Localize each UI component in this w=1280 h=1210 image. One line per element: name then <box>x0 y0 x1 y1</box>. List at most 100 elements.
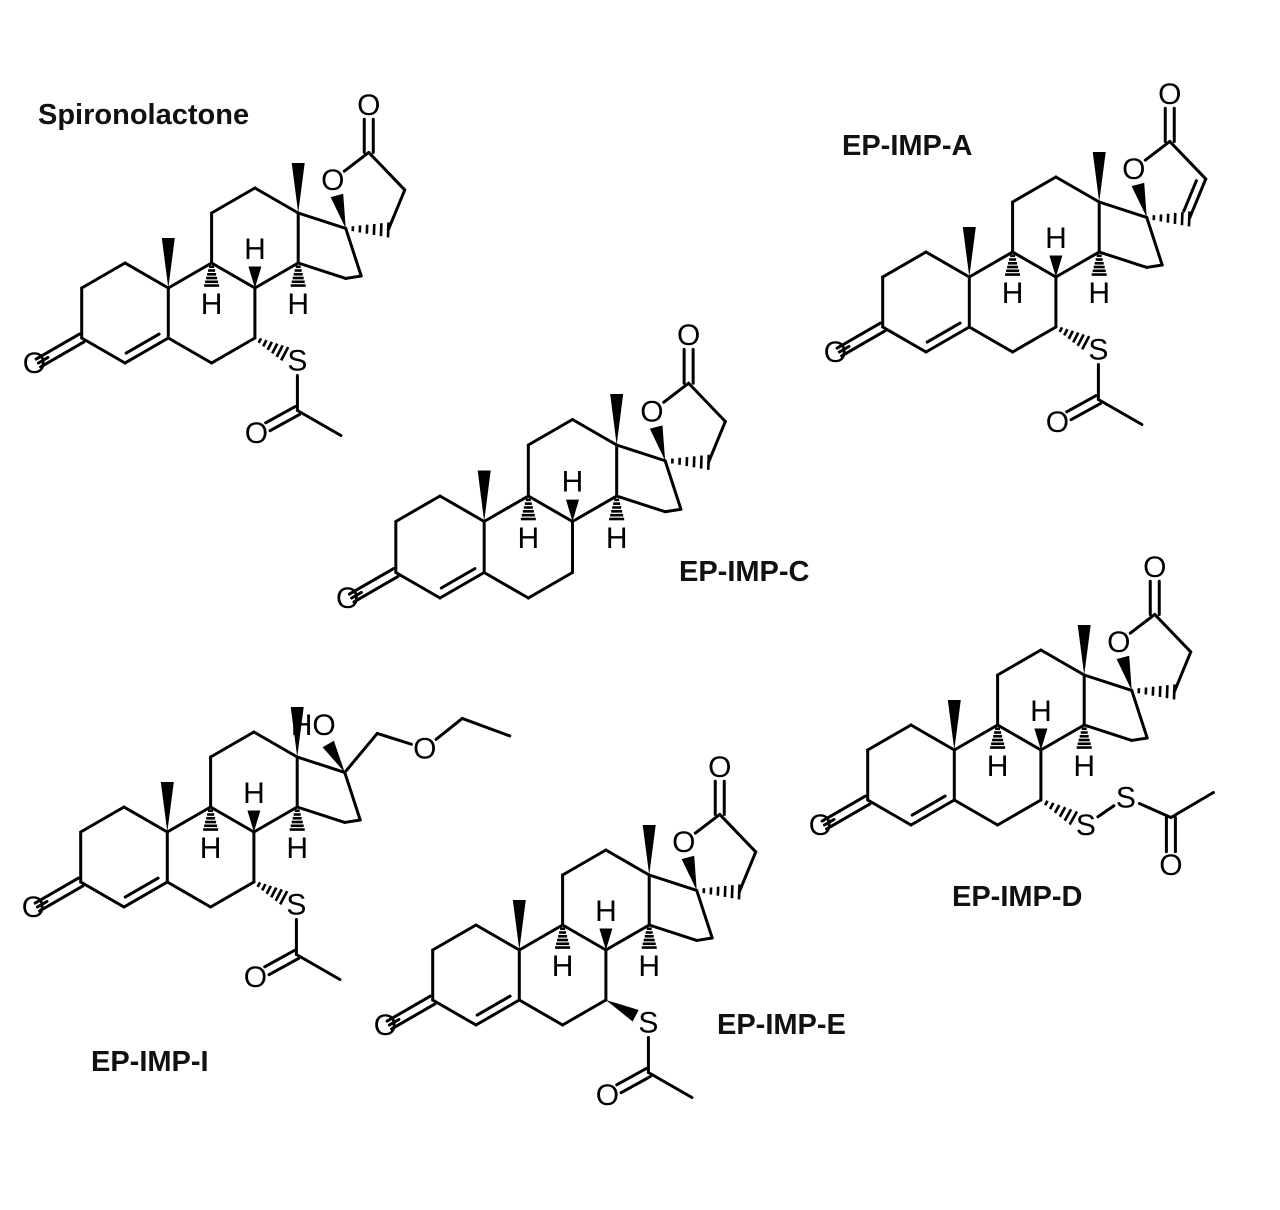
ring-bond <box>165 880 213 909</box>
ring-bond <box>343 818 362 824</box>
lactone-c-hash <box>671 454 711 470</box>
thioester-oxygen: O <box>596 1079 619 1112</box>
acetyl-methyl-bond <box>295 409 343 437</box>
hash-stroke <box>1043 800 1049 806</box>
lactone-o-carbonyl-bond <box>693 812 722 835</box>
ring-bond <box>431 923 478 952</box>
h14-hash <box>289 809 305 831</box>
sulfur-atom-1: S <box>1076 809 1096 842</box>
c4-c5-double-bond <box>438 571 486 600</box>
hash-stroke <box>1187 211 1191 227</box>
h9-hash <box>520 498 536 521</box>
hash-stroke <box>274 888 283 902</box>
c4-c5-double-bond-inner <box>475 994 512 1017</box>
lactone-ring-bond <box>1168 139 1208 181</box>
ring-bond <box>909 723 956 752</box>
lactone-c-hash <box>702 884 741 900</box>
thioester-carbonyl-double-2 <box>268 412 302 433</box>
ring-bond <box>996 723 1043 752</box>
ring-bond <box>561 998 608 1027</box>
h14-atom: H <box>606 522 628 555</box>
h14-hash <box>1076 727 1092 749</box>
ring-bond <box>1011 325 1058 354</box>
ring-bond <box>663 459 683 511</box>
ring-bond <box>967 325 1015 354</box>
lactone-ring-bond <box>737 850 758 894</box>
ring-bond <box>1011 250 1058 279</box>
hash-stroke <box>1048 802 1055 810</box>
ring-bond <box>615 494 667 514</box>
hash-stroke <box>1067 330 1075 340</box>
h9-atom: H <box>200 832 222 865</box>
ring-bond <box>252 730 299 759</box>
mask <box>36 356 50 365</box>
ketone-double-bond <box>347 567 396 596</box>
h8-atom: H <box>243 777 265 810</box>
butenolide-double-bond-inner <box>1182 179 1198 213</box>
label-ep-imp-i: EP-IMP-I <box>91 1046 209 1078</box>
s-carbonyl-bond <box>1137 802 1173 819</box>
ketone-double-bond-2 <box>352 574 400 604</box>
lactone-o-carbonyl-bond <box>1143 139 1172 162</box>
h9-atom: H <box>517 522 539 555</box>
hash-stroke <box>278 890 289 905</box>
ring-bond <box>561 923 608 952</box>
hash-stroke <box>1080 335 1091 350</box>
ring-bond <box>1145 215 1164 267</box>
ring-bond <box>438 494 486 523</box>
ketone-double-bond-2 <box>38 884 85 913</box>
c4-c5-double-bond-inner <box>910 794 947 817</box>
h9-atom: H <box>552 950 574 983</box>
s7-beta-wedge <box>605 1000 639 1022</box>
thioester-carbonyl-double-2 <box>267 956 301 977</box>
ring-bond <box>695 888 714 940</box>
label-ep-imp-d: EP-IMP-D <box>952 881 1083 913</box>
ketone-double-bond-2 <box>390 1002 437 1031</box>
hash-stroke <box>1063 328 1069 336</box>
ring-bond <box>1097 200 1149 219</box>
lactone-o-carbonyl-bond <box>342 150 371 173</box>
h8-atom: H <box>244 233 266 266</box>
c4-c5-double-bond <box>909 798 956 827</box>
s7-alpha-hash <box>1043 800 1079 826</box>
ch2-o-bond <box>375 731 413 746</box>
h14-atom: H <box>638 950 660 983</box>
ketone-oxygen: O <box>336 582 359 615</box>
label-ep-imp-c: EP-IMP-C <box>679 556 810 588</box>
h14-hash <box>609 498 625 521</box>
lactone-c-hash <box>1137 684 1176 700</box>
lactone-ring-bond <box>1172 650 1193 694</box>
thioester-carbonyl-double-2 <box>619 1074 653 1095</box>
lactone-ring-bond <box>367 150 407 192</box>
ring-bond <box>1082 673 1134 692</box>
ring-bond <box>166 336 214 365</box>
methyl-18-wedge <box>610 394 624 445</box>
methyl-19-wedge <box>947 700 961 750</box>
sulfur-atom-2: S <box>1116 782 1136 815</box>
ring-bond <box>80 261 127 290</box>
ring-bond <box>881 250 928 279</box>
ring-bond <box>166 261 214 290</box>
ring-bond <box>571 494 619 523</box>
lactone-carbonyl-oxygen: O <box>1143 551 1166 584</box>
ketone-oxygen: O <box>22 891 45 924</box>
lactone-ring-oxygen: O <box>321 164 344 197</box>
ring-bond <box>210 186 257 215</box>
ketone-oxygen: O <box>23 347 46 380</box>
h9-hash <box>555 927 571 949</box>
hash-stroke <box>261 883 267 891</box>
lactone-c-hash <box>351 222 390 238</box>
thioester-oxygen: O <box>244 961 267 994</box>
methyl-18-wedge <box>1092 152 1106 202</box>
ring-bond <box>123 261 170 290</box>
h14-hash <box>290 265 306 287</box>
h8-wedge <box>599 928 613 950</box>
ring-bond <box>474 923 521 952</box>
ring-bond <box>1130 736 1149 742</box>
ring-bond <box>210 261 257 290</box>
ethyl-bond <box>460 716 512 738</box>
sulfur-atom: S <box>287 345 307 378</box>
